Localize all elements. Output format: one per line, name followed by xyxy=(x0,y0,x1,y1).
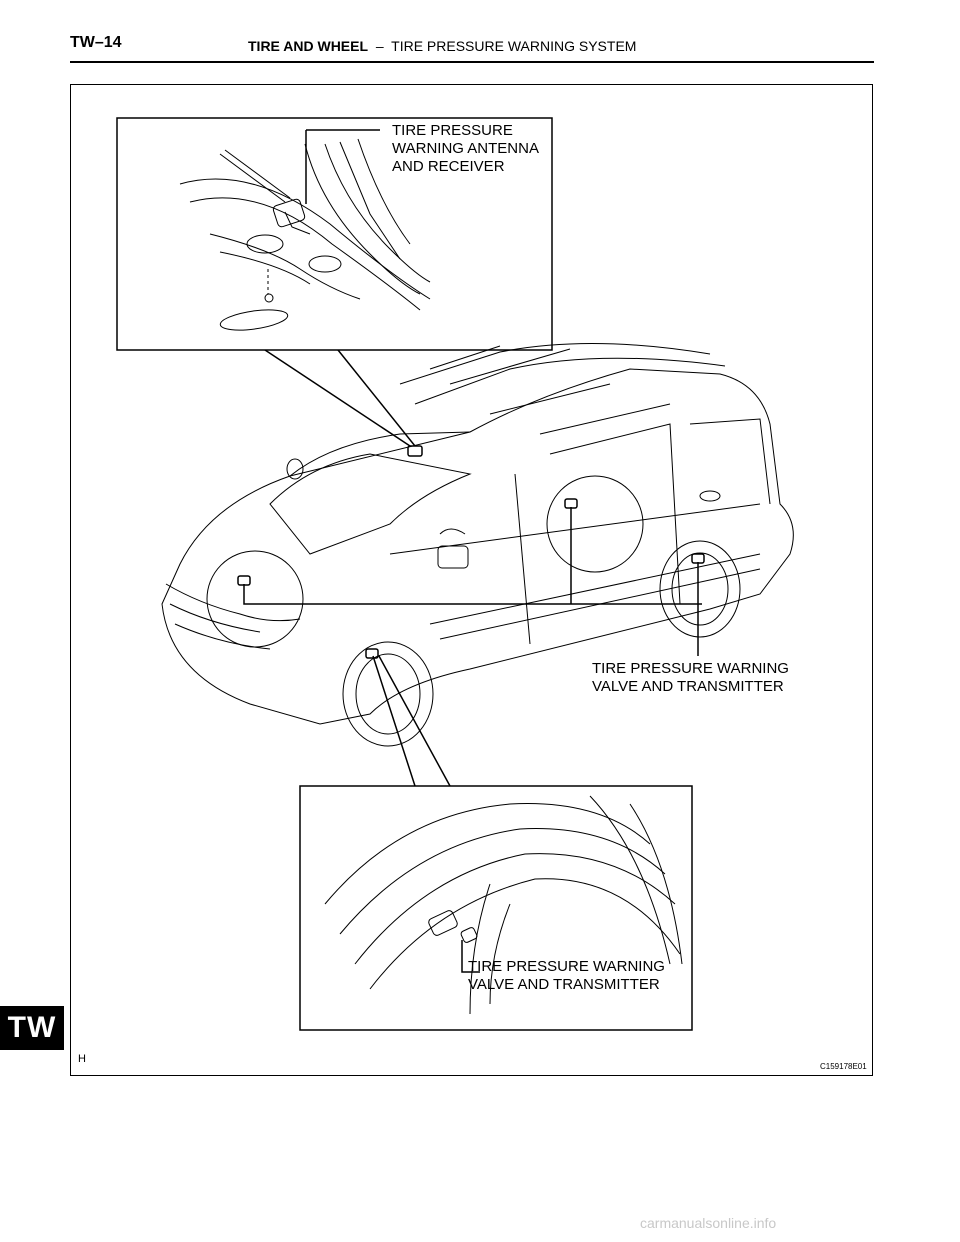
transmitter-detail-inset xyxy=(299,785,693,1031)
antenna-detail-inset xyxy=(116,117,553,351)
section-tab: TW xyxy=(0,1006,64,1050)
antenna-receiver-label: TIRE PRESSURE WARNING ANTENNA AND RECEIV… xyxy=(392,122,539,175)
transmitter-leaders xyxy=(243,507,702,656)
header-title-sub: TIRE PRESSURE WARNING SYSTEM xyxy=(391,38,637,54)
figure-frame xyxy=(70,84,873,1076)
vehicle-illustration xyxy=(116,117,794,1031)
header-title-separator: – xyxy=(375,38,384,54)
header-title-main: TIRE AND WHEEL xyxy=(248,38,369,54)
header-rule xyxy=(70,61,874,63)
valve-transmitter-label: TIRE PRESSURE WARNING VALVE AND TRANSMIT… xyxy=(592,660,789,695)
watermark: carmanualsonline.info xyxy=(640,1215,777,1231)
figure-code: C159178E01 xyxy=(820,1062,867,1071)
page-header-title: TIRE AND WHEEL – TIRE PRESSURE WARNING S… xyxy=(248,38,636,54)
valve-transmitter-detail-label: TIRE PRESSURE WARNING VALVE AND TRANSMIT… xyxy=(468,958,665,993)
vehicle-body xyxy=(161,342,794,747)
page-number: TW–14 xyxy=(70,34,122,51)
figure-letter: H xyxy=(78,1053,86,1065)
